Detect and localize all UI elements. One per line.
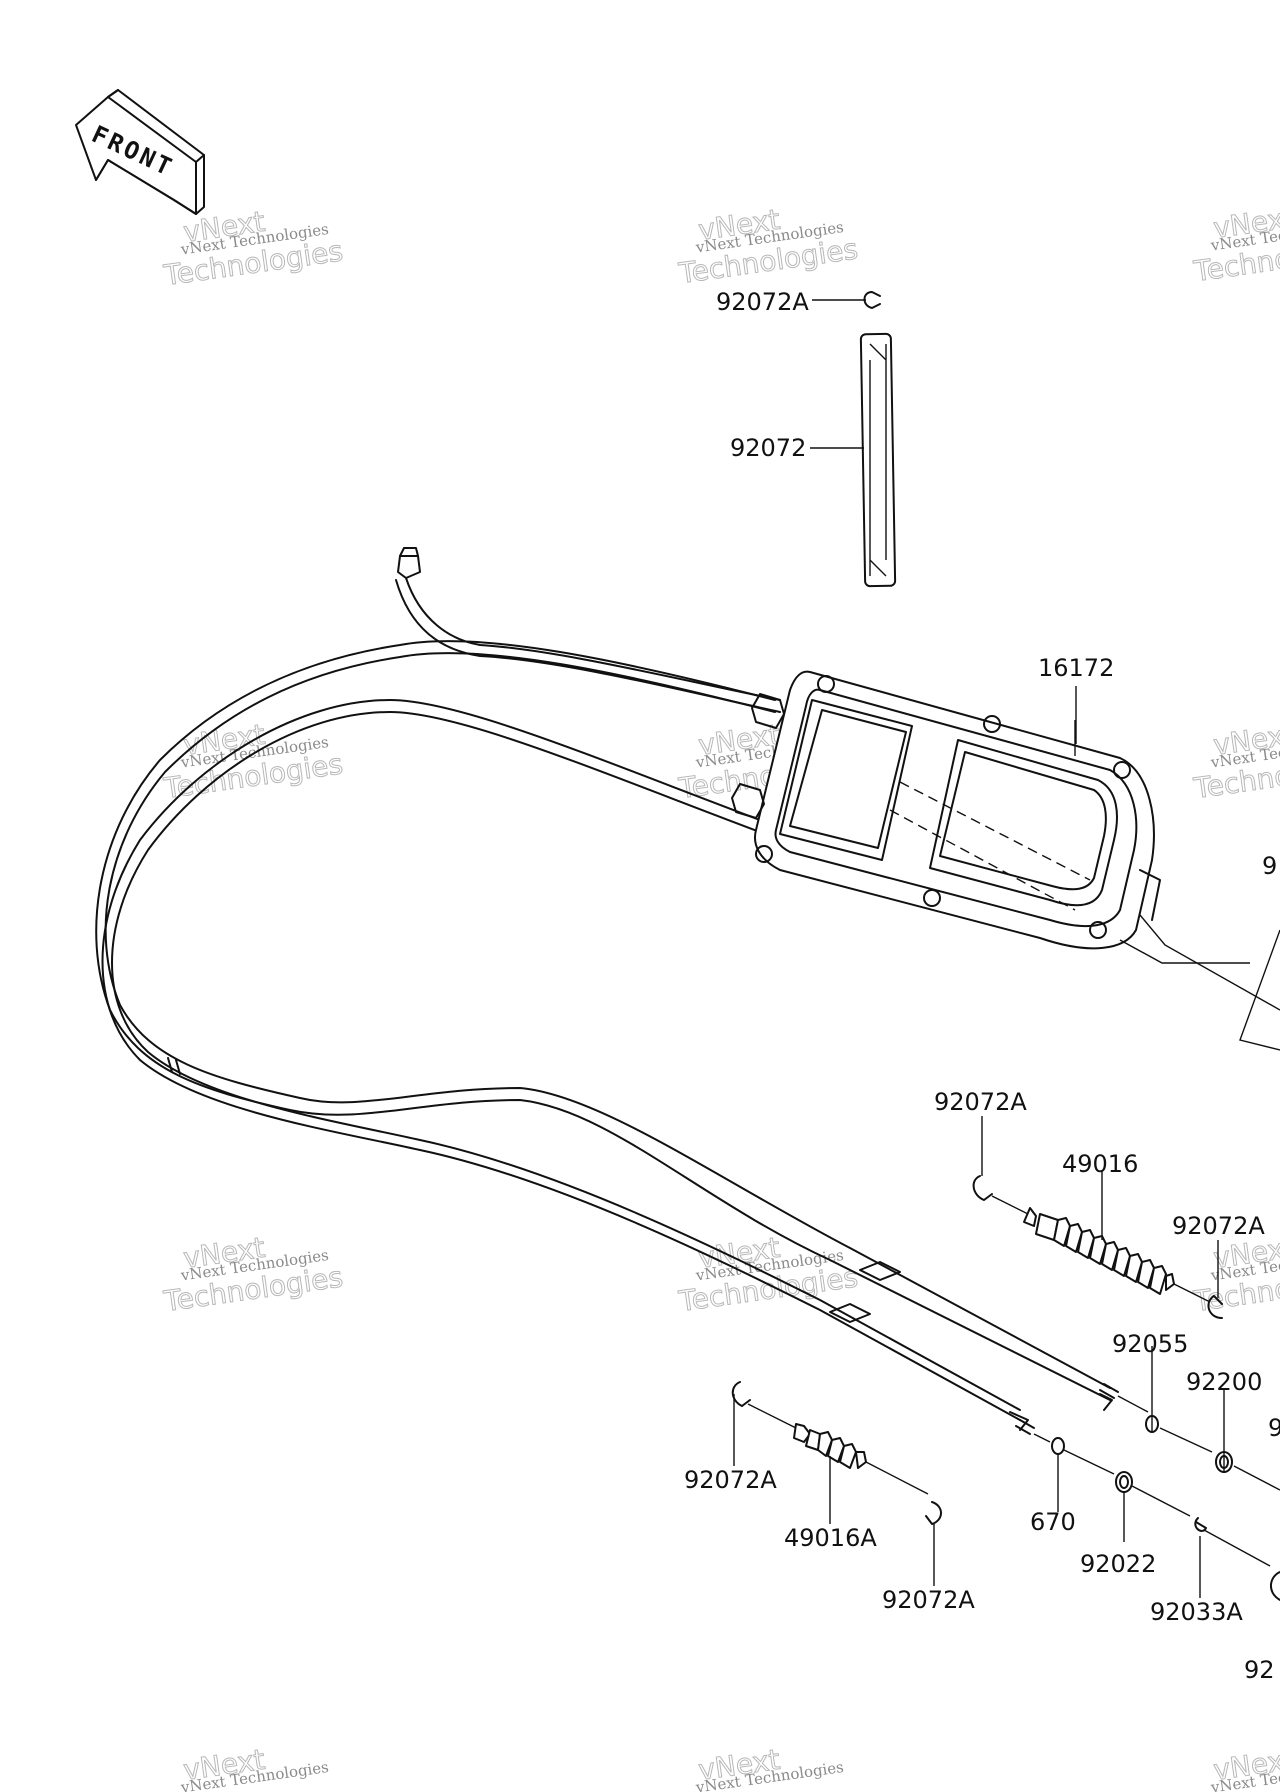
boot-49016 [972,1175,1223,1319]
label-92055: 92055 [1112,1330,1188,1358]
label-16172: 16172 [1038,654,1114,682]
housing-16172 [731,670,1280,1051]
watermark: vNext vNext Technologies [179,1742,330,1792]
cables [95,547,1113,1431]
label-92072A-top: 92072A [716,288,809,316]
label-92072: 92072 [730,434,806,462]
watermark: vNext vNext Technologies Technologies [676,1230,861,1318]
label-92072A-right: 92072A [1172,1212,1265,1240]
watermark: vNext vNext Technologies Technologies [161,204,346,292]
label-92-bottom: 92 [1244,1656,1275,1684]
strap-92072 [859,332,897,588]
label-92072A-low: 92072A [684,1466,777,1494]
boot-49016A [731,1381,942,1525]
watermark: vNext vNext Technologies Technologies [1191,200,1280,288]
part-labels: 92072A 92072 16172 9 92072A 49016 92072A… [684,288,1280,1684]
label-92072A-bottom: 92072A [882,1586,975,1614]
label-9-right: 9 [1262,852,1277,880]
label-670: 670 [1030,1508,1076,1536]
watermark: vNext vNext Technologies Technologies [161,1230,346,1318]
watermarks: vNext vNext Technologies Technologies vN… [161,200,1280,1792]
watermark: vNext vNext Technologies Technologies [676,202,861,290]
washer-parts [1015,1346,1280,1601]
label-49016: 49016 [1062,1150,1138,1178]
label-92022: 92022 [1080,1550,1156,1578]
front-arrow-icon: FRONT [75,89,205,215]
label-92033A: 92033A [1150,1598,1243,1626]
label-9-right2: 9 [1268,1414,1280,1442]
watermark: vNext vNext Technologies Technologies [1191,717,1280,805]
watermark: vNext vNext Technologies [1209,1742,1280,1792]
watermark: vNext vNext Technologies [694,1742,845,1792]
label-49016A: 49016A [784,1524,877,1552]
clip-92072A-top [863,291,881,309]
label-92072A-mid: 92072A [934,1088,1027,1116]
label-92200: 92200 [1186,1368,1262,1396]
